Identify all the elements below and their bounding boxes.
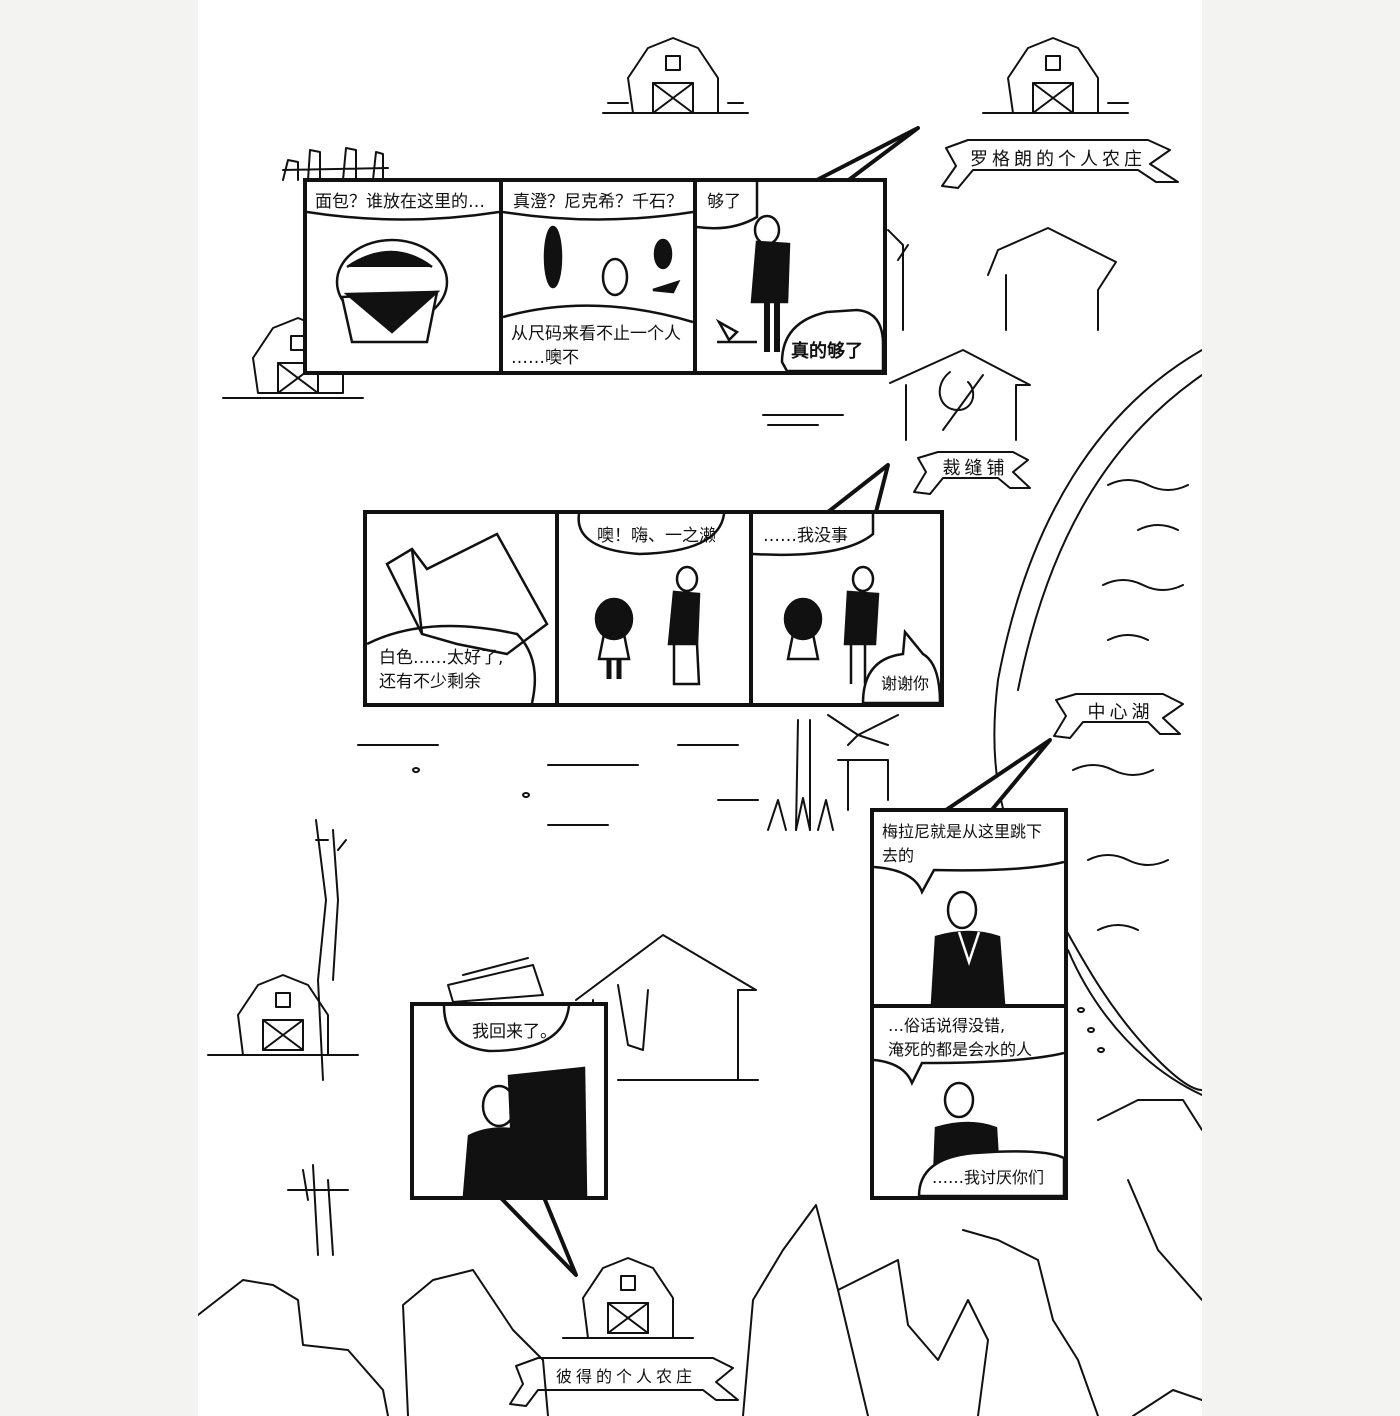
- banner-label: 彼得的个人农庄: [555, 1367, 696, 1386]
- speech-text: ……我没事: [763, 526, 848, 546]
- panel-divider: [749, 514, 753, 703]
- map-background: [198, 37, 1202, 1416]
- speech-text: 真的够了: [791, 341, 863, 362]
- tailor-shop-icon: [889, 349, 1031, 441]
- panel-divider: [555, 514, 559, 703]
- caption: 淹死的都是会水的人: [888, 1040, 1033, 1059]
- caption: 从尺码来看不止一个人: [511, 324, 681, 344]
- banner-farm-rogelang: 罗格朗的个人农庄: [958, 142, 1158, 172]
- comic-strip-4: 我回来了。: [410, 1002, 608, 1200]
- comic-strip-2: 白色……太好了, 还有不少剩余 噢！嗨、一之濑: [363, 510, 944, 707]
- panel-divider: [874, 1004, 1064, 1008]
- speech-text: ……我讨厌你们: [932, 1168, 1045, 1187]
- panel-divider: [499, 182, 503, 371]
- comic-panel: 我回来了。: [414, 1006, 604, 1196]
- panel-divider: [693, 182, 697, 371]
- caption: …俗话说得没错,: [888, 1016, 1006, 1035]
- banner-label: 罗格朗的个人农庄: [970, 149, 1146, 170]
- caption: 够了: [707, 192, 741, 212]
- comic-panel: ……我没事 谢谢你: [753, 514, 940, 703]
- caption: 面包？谁放在这里的…: [315, 192, 485, 212]
- comic-panel: 真澄？尼克希？千石？ 从尺码来看不止一个人 ……噢不: [503, 182, 693, 371]
- speech-text: 噢！嗨、一之濑: [597, 526, 716, 546]
- banner-label: 裁缝铺: [942, 458, 1009, 479]
- barn-icon: [602, 37, 749, 114]
- banner-label: 中心湖: [1087, 702, 1154, 723]
- comic-strip-3: 梅拉尼就是从这里跳下 去的 …俗话说得没错, 淹死的都是会水的人 ……我讨厌你们: [870, 808, 1068, 1200]
- comic-panel: 梅拉尼就是从这里跳下 去的: [874, 812, 1064, 1004]
- caption: 去的: [882, 846, 915, 865]
- barn-icon: [562, 1257, 694, 1339]
- comic-panel: 够了 真的够了: [697, 182, 883, 371]
- caption: 梅拉尼就是从这里跳下: [882, 822, 1043, 841]
- comic-page: 罗格朗的个人农庄 裁缝铺 中心湖 彼得的个人农庄 面包？谁放在这里的…: [198, 0, 1202, 1416]
- caption: 真澄？尼克希？千石？: [513, 192, 683, 212]
- speech-text: 谢谢你: [881, 674, 930, 693]
- banner-farm-peter: 彼得的个人农庄: [536, 1360, 716, 1390]
- barn-icon: [207, 974, 359, 1056]
- character-head: [753, 214, 781, 246]
- banner-tailor-shop: 裁缝铺: [928, 452, 1023, 480]
- barn-icon: [982, 37, 1129, 114]
- comic-panel: 面包？谁放在这里的…: [307, 182, 499, 371]
- comic-panel: …俗话说得没错, 淹死的都是会水的人 ……我讨厌你们: [874, 1008, 1064, 1196]
- comic-panel: 白色……太好了, 还有不少剩余: [367, 514, 555, 703]
- caption: 白色……太好了,: [379, 648, 504, 668]
- comic-panel: 噢！嗨、一之濑: [559, 514, 749, 703]
- comic-strip-1: 面包？谁放在这里的… 真澄？尼克希？千石？ 从尺码来看不止一个人 ……噢不: [303, 178, 887, 375]
- caption: 还有不少剩余: [379, 672, 481, 692]
- caption: ……噢不: [511, 348, 579, 368]
- banner-central-lake: 中心湖: [1068, 696, 1173, 724]
- speech-text: 我回来了。: [472, 1022, 557, 1042]
